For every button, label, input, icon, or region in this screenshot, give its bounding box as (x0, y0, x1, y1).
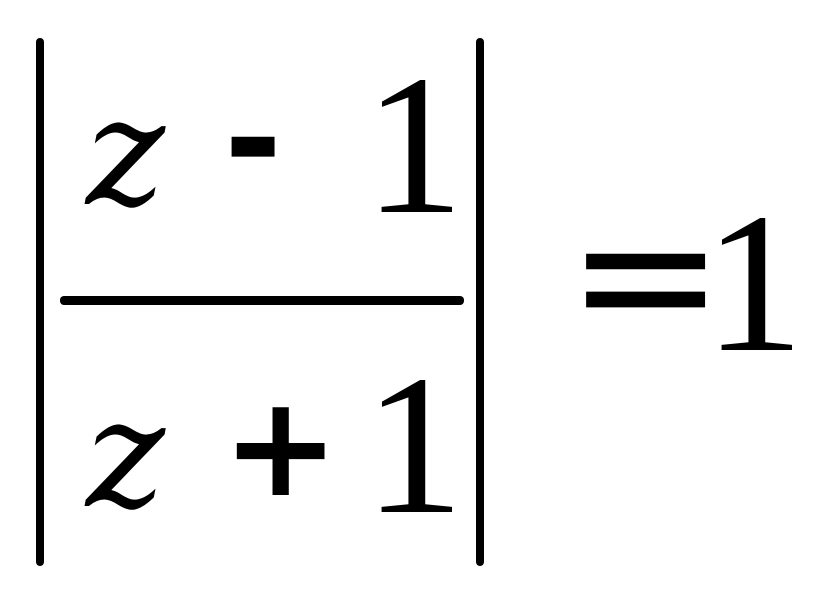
denominator-constant: 1 (364, 335, 464, 556)
numerator-operator: - (224, 58, 283, 221)
denominator-variable: z (86, 368, 166, 542)
numerator-constant: 1 (364, 35, 464, 256)
denominator-operator: + (222, 366, 340, 529)
equals-sign: = (566, 164, 726, 385)
rhs-value: 1 (704, 173, 804, 394)
numerator-variable: z (86, 66, 166, 240)
abs-bar-right (476, 38, 484, 566)
fraction-bar (60, 296, 464, 305)
abs-bar-left (36, 38, 44, 566)
